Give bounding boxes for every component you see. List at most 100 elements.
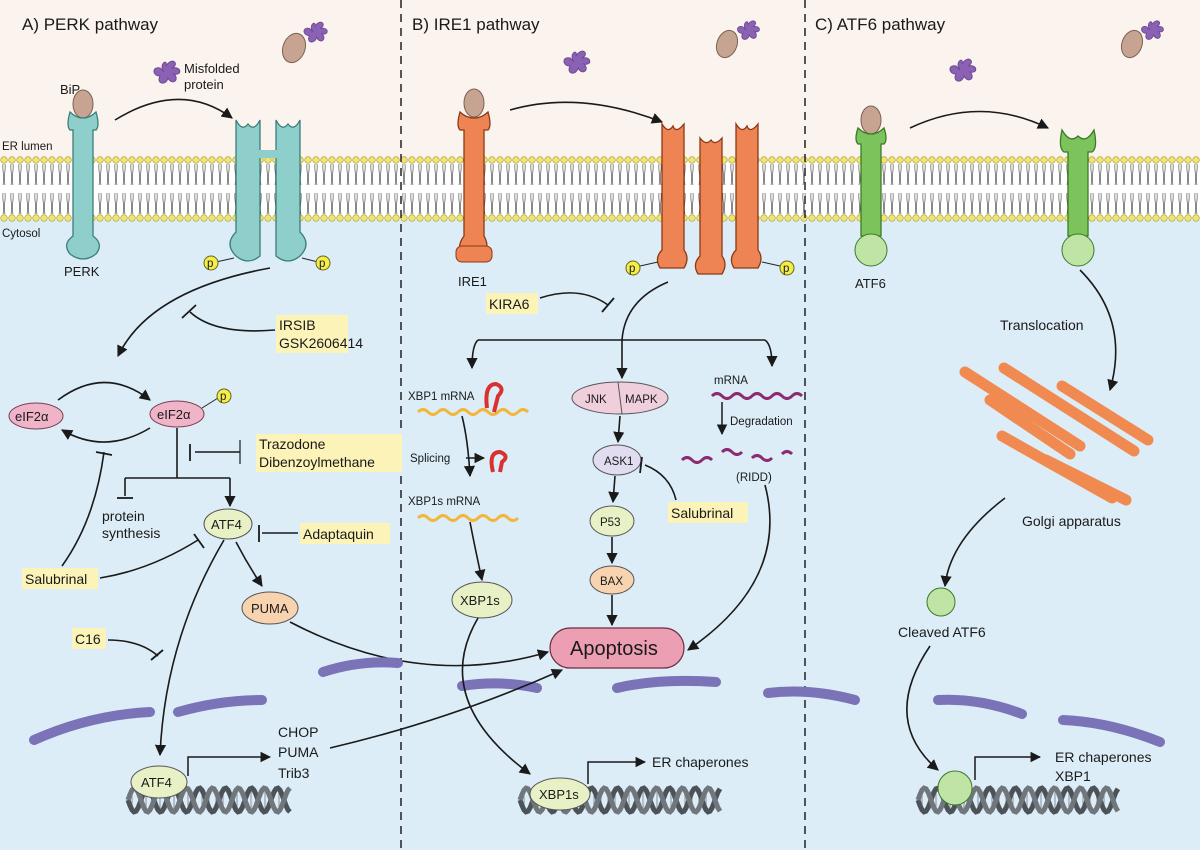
puma-to-apoptosis-arrow: [289, 621, 550, 667]
phospho-icon: [203, 255, 219, 271]
xbp1s-node: [451, 581, 513, 619]
drug-adaptaquin: Adaptaquin: [303, 526, 374, 542]
ridd-label: (RIDD): [736, 472, 772, 484]
er-membrane-bilayer: [0, 155, 1200, 223]
target-puma: PUMA: [278, 744, 319, 760]
atf6-dna-node: [937, 770, 973, 806]
spliced-intron-icon: [489, 449, 508, 473]
translocation-label: Translocation: [1000, 317, 1084, 333]
drug-box-salubrinal-ire1: [668, 502, 748, 523]
p53-node: [589, 505, 635, 537]
xbp1-mrna-strand: [416, 408, 530, 416]
mrna-strand: [710, 392, 804, 400]
eif2a-label: eIF2α: [15, 409, 49, 424]
phospho-label-eif2a: p: [220, 391, 226, 403]
phospho-icon: [779, 260, 795, 276]
bip-label: BiP: [60, 82, 80, 97]
cleaved-atf6-node: [926, 587, 956, 617]
protein-synthesis-label-2: synthesis: [102, 525, 160, 541]
perk-panel-title: A) PERK pathway: [22, 15, 159, 34]
phospho-label-ire1-left: p: [629, 263, 635, 275]
drug-salubrinal-ire1: Salubrinal: [671, 505, 733, 521]
er-chaperones-ire1: ER chaperones: [652, 754, 749, 770]
misfolded-protein-label-2: protein: [184, 77, 224, 92]
protein-synthesis-label-1: protein: [102, 508, 145, 524]
apoptosis-node: [549, 627, 685, 669]
target-trib3: Trib3: [278, 765, 310, 781]
drug-salubrinal-perk: Salubrinal: [25, 571, 87, 587]
bip-misfolded-complex-icon: [281, 21, 328, 64]
perk-receptor-monomer: [66, 89, 100, 260]
irsib-inhibition-line: [189, 311, 276, 332]
perk-label: PERK: [64, 264, 100, 279]
xbp1-hairpin-icon: [484, 381, 504, 413]
nuclear-envelope-fragments: [29, 657, 1165, 747]
drug-box-c16: [72, 628, 106, 649]
mapk-label: MAPK: [625, 394, 658, 406]
ire1-receptor-monomer: [455, 88, 493, 263]
drug-dibenzoylmethane: Dibenzoylmethane: [259, 454, 375, 470]
ire1-label: IRE1: [458, 274, 487, 289]
drug-box-irsib: [276, 315, 348, 353]
cleaved-atf6-label: Cleaved ATF6: [898, 624, 986, 640]
perk-receptor-dimer: [229, 119, 307, 262]
apoptosis-label: Apoptosis: [570, 638, 658, 660]
puma-label: PUMA: [251, 601, 289, 616]
jnk-label: JNK: [585, 394, 607, 406]
ire1-activation-arrow: [509, 101, 664, 124]
ask1-label: ASK1: [604, 456, 633, 468]
p53-label: P53: [600, 517, 620, 529]
xbp1s-dna-node: [529, 777, 591, 811]
perk-activation-arrow: [114, 98, 233, 121]
eif2a-phospho-label: eIF2α: [157, 407, 191, 422]
phospho-icon: [315, 255, 331, 271]
atf6-activation-arrow: [909, 110, 1050, 129]
xbp1s-label: XBP1s: [460, 593, 500, 608]
bax-node: [589, 565, 635, 595]
mrna-label: mRNA: [714, 375, 748, 387]
bip-misfolded-complex-icon: [1120, 20, 1164, 59]
xbp1s-dna-label: XBP1s: [539, 787, 579, 802]
eif2a-back-arrow: [61, 427, 151, 443]
drug-box-salubrinal-perk: [22, 568, 98, 589]
dna-strand: [915, 785, 1121, 815]
dna-strand: [517, 785, 723, 815]
er-chaperones-atf6: ER chaperones: [1055, 749, 1152, 765]
drug-c16: C16: [75, 631, 101, 647]
drug-box-trazodone: [256, 434, 402, 472]
drug-box-adaptaquin: [300, 523, 390, 544]
eif2a-node: [8, 402, 64, 430]
atf4-node: [203, 508, 253, 540]
atf6-label: ATF6: [855, 276, 886, 291]
atf4-label: ATF4: [211, 517, 242, 532]
golgi-label: Golgi apparatus: [1022, 513, 1121, 529]
atf6-receptor-monomer: [854, 105, 888, 267]
cytosol-label: Cytosol: [2, 228, 40, 240]
atf6-receptor-active: [1059, 128, 1097, 267]
eif2a-forward-arrow: [57, 381, 151, 401]
target-chop: CHOP: [278, 724, 318, 740]
atf4-dna-node: [130, 765, 188, 799]
drug-box-kira6: [486, 293, 538, 314]
xbp1s-mrna-strand: [416, 514, 520, 522]
phospho-label-perk-left: p: [207, 258, 213, 270]
phospho-label-perk-right: p: [319, 258, 325, 270]
er-lumen-label: ER lumen: [2, 141, 53, 153]
puma-node: [241, 591, 299, 625]
xbp1-mrna-label: XBP1 mRNA: [408, 391, 475, 403]
atf4-dna-label: ATF4: [141, 775, 172, 790]
misfolded-protein-label-1: Misfolded: [184, 61, 240, 76]
golgi-apparatus-icon: [959, 362, 1154, 506]
drug-kira6: KIRA6: [489, 296, 530, 312]
ire1-panel-title: B) IRE1 pathway: [412, 15, 540, 34]
eif2a-phospho-node: [149, 400, 205, 428]
bip-misfolded-complex-icon: [715, 20, 760, 59]
phospho-icon: [625, 260, 641, 276]
ire1-receptor-oligomer: [656, 121, 762, 275]
xbp1-atf6: XBP1: [1055, 768, 1091, 784]
chop-to-apoptosis-arrow: [329, 668, 564, 749]
degradation-label: Degradation: [730, 416, 793, 428]
perk-to-eif2a-arrow: [117, 267, 271, 358]
